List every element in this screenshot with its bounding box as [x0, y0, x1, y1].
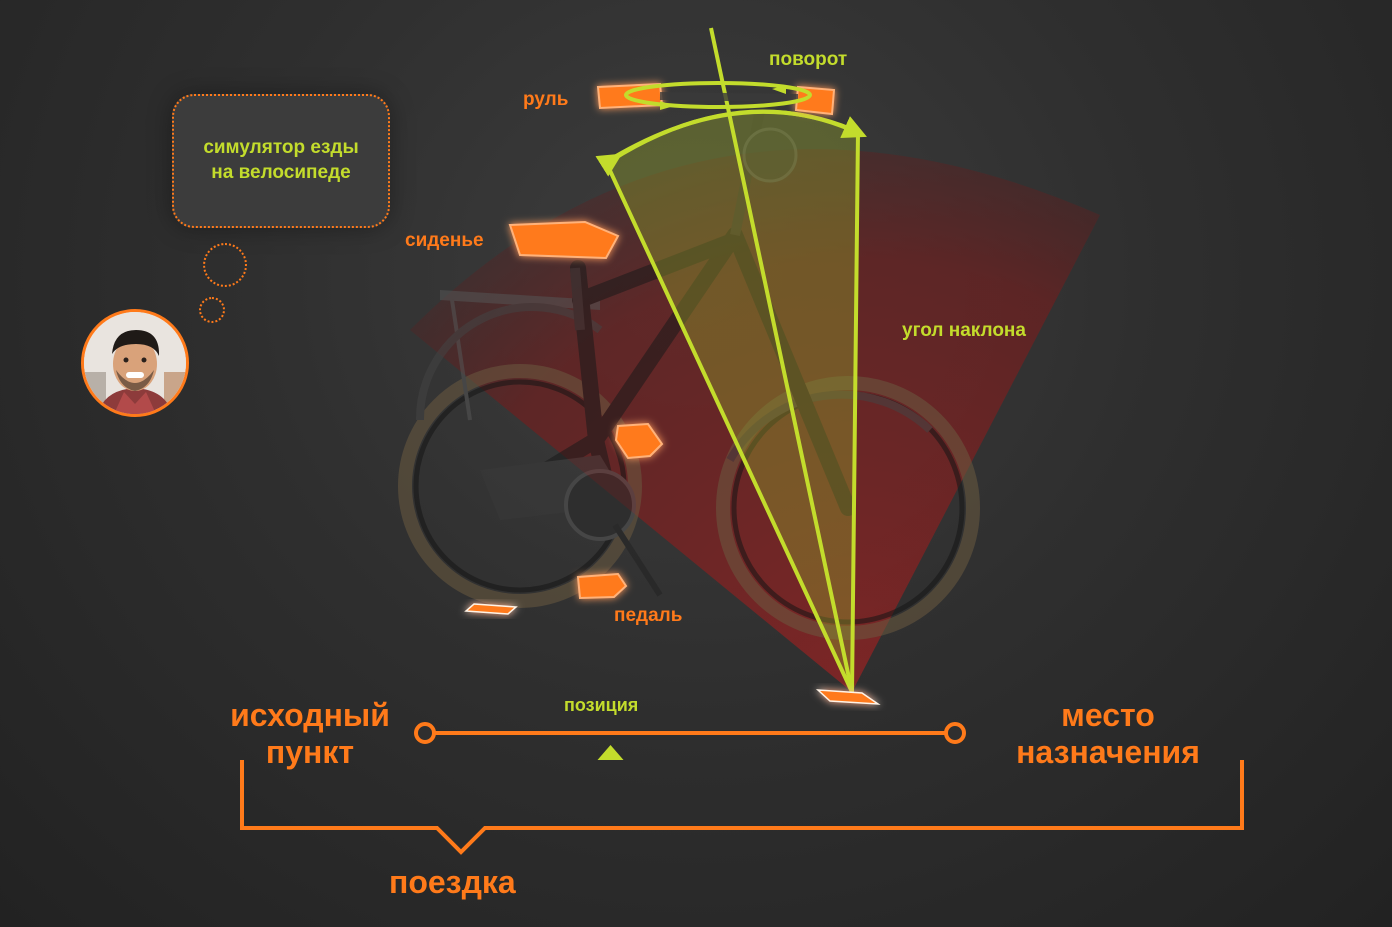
- origin-node: [414, 722, 436, 744]
- thought-bubble: симулятор езды на велосипеде: [172, 94, 390, 228]
- seat-label: сиденье: [405, 230, 484, 251]
- tilt-angle-label: угол наклона: [902, 320, 1026, 341]
- user-avatar-icon: [84, 312, 186, 414]
- tilt-arc: [595, 109, 867, 177]
- vertical-axis-line: [709, 27, 854, 693]
- thought-bubble-dot-large: [203, 243, 247, 287]
- origin-label: исходный пункт: [216, 697, 404, 771]
- destination-label: место назначения: [995, 697, 1221, 771]
- frame-sensor: [614, 422, 664, 460]
- trip-label: поездка: [389, 864, 516, 900]
- thought-bubble-dot-small: [199, 297, 225, 323]
- thought-text-line2: на велосипеде: [211, 162, 351, 183]
- origin-label-line1: исходный: [230, 697, 390, 733]
- rotation-ellipse: [624, 81, 812, 109]
- pedal-sensor: [576, 572, 628, 600]
- user-avatar: [81, 309, 189, 417]
- position-marker-icon: [597, 745, 624, 760]
- rear-floor-pad: [464, 603, 518, 615]
- seat-sensor: [508, 220, 620, 260]
- destination-label-line1: место: [1061, 697, 1155, 733]
- position-label: позиция: [564, 695, 639, 715]
- destination-node: [944, 722, 966, 744]
- front-floor-pad: [815, 689, 881, 705]
- thought-text-line1: симулятор езды: [203, 137, 359, 159]
- origin-label-line2: пункт: [265, 733, 355, 770]
- destination-label-line2: назначения: [1016, 733, 1200, 770]
- trip-bracket: [240, 760, 1244, 855]
- pedal-label: педаль: [614, 605, 683, 626]
- front-wheel: [716, 376, 980, 640]
- rotation-label: поворот: [769, 49, 848, 70]
- handlebar-label: руль: [523, 89, 569, 110]
- rear-wheel: [398, 364, 642, 608]
